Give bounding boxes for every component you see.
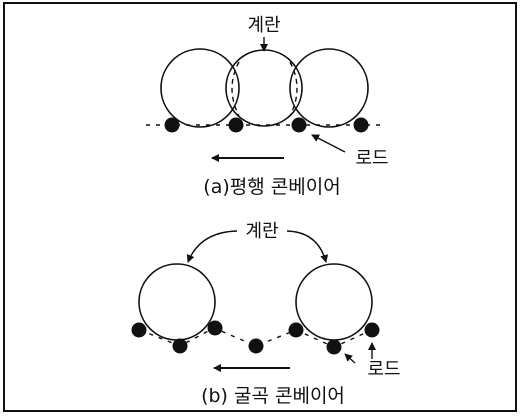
bottom-rod-7 <box>364 322 380 338</box>
bottom-rod-pointer-diag <box>344 353 356 364</box>
bottom-rod-2 <box>172 338 188 354</box>
top-overlap-dash-right <box>289 61 298 117</box>
bottom-rod-3 <box>207 320 223 336</box>
top-overlap-dash-left <box>231 61 240 117</box>
bottom-egg-pointer-left <box>186 230 238 263</box>
top-rod-3 <box>291 117 307 133</box>
top-rod-1 <box>164 117 180 133</box>
bottom-caption: (b) 굴곡 콘베이어 <box>201 385 345 407</box>
bottom-egg-right <box>295 263 373 341</box>
figure-frame <box>3 2 517 412</box>
bottom-egg-label: 계란 <box>245 221 278 242</box>
top-egg-right <box>289 48 369 128</box>
bottom-egg-pointer-right <box>286 230 329 263</box>
top-caption: (a)평행 콘베이어 <box>203 176 340 198</box>
top-egg-middle <box>225 49 303 127</box>
top-rod-pointer <box>311 134 346 153</box>
parallel-conveyor: 계란 로드 (a)평행 콘베이어 <box>146 15 389 198</box>
curved-conveyor: 계란 로드 (b) 굴곡 콘베이어 <box>131 221 401 407</box>
top-egg-label: 계란 <box>247 15 280 36</box>
bottom-rod-6 <box>326 339 342 355</box>
bottom-rod-5 <box>288 322 304 338</box>
bottom-rod-1 <box>131 322 147 338</box>
top-rod-label: 로드 <box>355 148 388 169</box>
top-rod-4 <box>353 117 369 133</box>
top-rod-2 <box>228 117 244 133</box>
bottom-rod-label: 로드 <box>367 359 400 380</box>
bottom-rod-4 <box>248 338 264 354</box>
top-egg-left <box>160 48 240 128</box>
bottom-egg-left <box>138 263 216 341</box>
